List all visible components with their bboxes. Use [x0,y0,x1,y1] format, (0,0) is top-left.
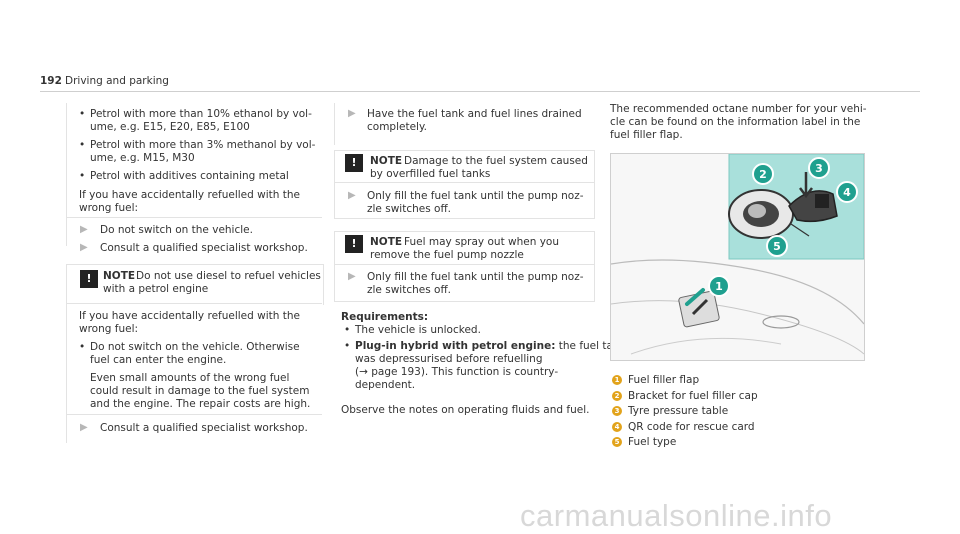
divider [66,303,322,304]
note-box [66,264,324,305]
body-text: If you have accidentally refuelled with … [79,310,300,322]
col2-border [334,103,335,145]
legend-number: 2 [612,390,622,401]
body-text: and the engine. The repair costs are hig… [90,398,311,410]
list-item: fuel can enter the engine. [90,354,227,366]
divider [66,217,322,218]
requirements-title: Requirements: [341,311,429,323]
col1-border [66,103,67,246]
list-item: Petrol with additives containing metal [79,170,289,183]
req-bold-label: Plug-in hybrid with petrol engine: [355,340,556,352]
note-box [334,231,595,302]
step-arrow-icon: ▶ [348,108,356,119]
legend-text: Bracket for fuel filler cap [628,389,758,402]
step-arrow-icon: ▶ [80,224,88,235]
note-text: remove the fuel pump nozzle [370,249,524,261]
body-text: Even small amounts of the wrong fuel [90,372,290,384]
note-label: NOTE [370,236,403,248]
step-text: Consult a qualified specialist workshop. [100,422,308,434]
step-text: completely. [367,121,428,133]
body-text: If you have accidentally refuelled with … [79,189,300,201]
req-text: the fuel tank [555,340,626,352]
legend-text: QR code for rescue card [628,420,755,433]
step-arrow-icon: ▶ [348,190,356,201]
body-text: dependent. [355,379,416,391]
section-title: Driving and parking [65,75,169,87]
page-link[interactable]: (→ page 193). This function is country- [355,366,559,378]
list-item: Petrol with more than 10% ethanol by vol… [79,108,312,121]
legend-text: Fuel filler flap [628,374,700,386]
list-item: ume, e.g. M15, M30 [90,152,195,164]
callout-label: 3 [815,162,823,175]
list-item: Plug-in hybrid with petrol engine: the f… [344,340,626,353]
legend-list: 1 Fuel filler flap 2 Bracket for fuel fill… [612,373,758,451]
step-arrow-icon: ▶ [80,422,88,433]
body-text: could result in damage to the fuel syste… [90,385,310,397]
warning-icon: ! [80,270,98,288]
header-rule [40,91,920,92]
step-arrow-icon: ▶ [80,242,88,253]
body-text: fuel filler flap. [610,129,683,141]
divider [66,414,322,415]
legend-item: 3 Tyre pressure table [612,404,758,420]
body-text: The recommended octane number for your v… [610,103,867,115]
body-text: wrong fuel: [79,202,139,214]
callout-label: 5 [773,240,781,253]
legend-text: Tyre pressure table [628,405,729,417]
legend-item: 2 Bracket for fuel filler cap [612,389,758,405]
step-text: Do not switch on the vehicle. [100,224,253,236]
body-text: cle can be found on the information labe… [610,116,861,128]
list-item: ume, e.g. E15, E20, E85, E100 [90,121,250,133]
body-text: was depressurised before refuelling [355,353,543,365]
divider [334,182,594,183]
body-text: Observe the notes on operating fluids an… [341,404,590,416]
note-text: Damage to the fuel system caused [404,155,588,167]
legend-number: 3 [612,406,622,416]
step-text: Have the fuel tank and fuel lines draine… [367,108,582,120]
step-text: Only fill the fuel tank until the pump n… [367,190,584,202]
fuel-flap-illustration: 1 2 3 4 5 [610,153,865,361]
step-text: zle switches off. [367,203,452,215]
legend-item: 5 Fuel type [612,435,758,451]
step-arrow-icon: ▶ [348,271,356,282]
legend-item: 1 Fuel filler flap [612,373,758,389]
note-box [334,150,595,219]
note-label: NOTE [370,155,403,167]
list-item: Petrol with more than 3% methanol by vol… [79,139,315,152]
callout-label: 2 [759,168,767,181]
note-label: NOTE [103,270,136,282]
watermark: carmanualsonline.info [520,498,833,533]
legend-number: 5 [612,437,622,447]
legend-number: 4 [612,421,622,432]
legend-item: 4 QR code for rescue card [612,420,758,436]
page-number: 192 [40,75,62,87]
warning-icon: ! [345,235,363,253]
legend-number: 1 [612,375,622,385]
list-item: The vehicle is unlocked. [344,324,481,337]
body-text: wrong fuel: [79,323,139,335]
divider [334,264,594,265]
step-text: zle switches off. [367,284,452,296]
warning-icon: ! [345,154,363,172]
note-text: by overfilled fuel tanks [370,168,491,180]
note-text: Fuel may spray out when you [404,236,560,248]
callout-label: 4 [843,186,851,199]
note-text: with a petrol engine [103,283,209,295]
step-text: Only fill the fuel tank until the pump n… [367,271,584,283]
list-item: Do not switch on the vehicle. Otherwise [79,341,300,354]
legend-text: Fuel type [628,436,677,448]
callout-label: 1 [715,280,723,293]
step-text: Consult a qualified specialist workshop. [100,242,308,254]
note-border [66,303,67,443]
note-text: Do not use diesel to refuel vehicles [136,270,321,282]
